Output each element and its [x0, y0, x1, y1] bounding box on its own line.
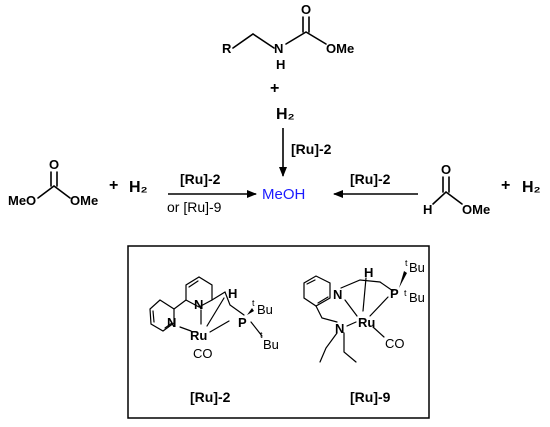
ru2-wedge [247, 308, 254, 315]
ru9-ru-h-bond [362, 277, 367, 312]
plus-sign-right: + [501, 177, 510, 194]
product-methanol-label: MeOH [262, 186, 305, 203]
ru9-n-amine-label: N [335, 321, 344, 336]
formate-ome-label: OMe [462, 202, 490, 217]
ru2-co-label: CO [193, 346, 213, 361]
ru9-wedge [399, 271, 407, 288]
ru9-pyr-double-1 [306, 279, 316, 285]
left-arrow-catalyst-bottom: or [Ru]-9 [167, 199, 222, 215]
ru9-pyr-double-2 [317, 296, 329, 304]
ru2-tbu2-prefix: t [260, 330, 263, 340]
ru9-h-label: H [364, 265, 373, 280]
ru2-pyr-left-double-2 [164, 322, 173, 329]
catalyst-box [127, 245, 430, 419]
right-arrow-catalyst-label: [Ru]-2 [350, 171, 391, 187]
carbonyl-oxygen-label: O [301, 2, 311, 17]
ru2-structure: N N H Ru CO P t Bu t Bu [149, 276, 279, 361]
ru2-ru-p-bond [209, 320, 230, 333]
formate-h-label: H [423, 202, 432, 217]
left-arrow-catalyst-top: [Ru]-2 [180, 171, 221, 187]
top-arrow-catalyst-label: [Ru]-2 [291, 141, 332, 157]
carbonate-bonds [37, 185, 71, 199]
ru2-caption: [Ru]-2 [190, 389, 231, 405]
nitrogen-label: N [274, 41, 283, 56]
ru9-tbu2-label: Bu [409, 290, 425, 305]
ru2-pyr-left-double-1 [152, 310, 155, 323]
ru2-tbu1-prefix: t [252, 298, 255, 308]
ru2-p-tbu-bond [250, 321, 263, 337]
ru2-n-ru-bond-left [179, 326, 192, 332]
methyl-formate-structure: H O OMe [423, 162, 490, 217]
carbonate-ome-label: OMe [70, 193, 98, 208]
ru2-pyridine-center [185, 276, 213, 308]
ru2-ru-label: Ru [190, 328, 207, 343]
carbamate-backbone [285, 31, 327, 45]
ru9-tbu1-label: Bu [409, 260, 425, 275]
ru2-n-center-label: N [194, 297, 203, 312]
ru2-h-label: H [228, 286, 237, 301]
ru9-ethyl-2 [343, 332, 357, 363]
ru9-caption: [Ru]-9 [350, 389, 391, 405]
ru2-p-label: P [238, 315, 247, 330]
ru9-tbu2-prefix: t [404, 288, 407, 298]
h2-right-label: H₂ [522, 179, 541, 196]
ru9-p-label: P [390, 286, 399, 301]
ru2-tbu2-label: Bu [263, 337, 279, 352]
ru2-pyr-center-double [188, 280, 199, 288]
ru9-n-pyridine-label: N [333, 287, 342, 302]
formate-bonds [432, 190, 463, 205]
ru2-arm [211, 291, 245, 316]
ru9-co-label: CO [385, 336, 405, 351]
ru9-pyridine [303, 275, 331, 307]
ru2-tbu1-label: Bu [257, 302, 273, 317]
ru9-tbu1-prefix: t [405, 258, 408, 268]
h2-top-label: H₂ [276, 106, 295, 123]
formate-oxygen-label: O [441, 162, 451, 177]
ru9-ru-p-bond [369, 296, 389, 317]
ome-label: OMe [326, 41, 354, 56]
ru9-n-arm [315, 305, 338, 323]
ru9-structure: N N H Ru CO P t Bu t Bu [303, 258, 425, 363]
ru9-ethyl-1 [319, 332, 338, 363]
ru9-p-arm [340, 279, 394, 292]
ru2-bipy-link [173, 299, 187, 310]
dimethyl-carbonate-structure: MeO O OMe [8, 157, 98, 208]
ru9-n-ru-bond [344, 299, 358, 317]
carbonate-oxygen-label: O [49, 157, 59, 172]
nh-hydrogen-label: H [276, 57, 285, 72]
ru9-ru-co-bond [372, 326, 385, 338]
ch2-bonds [232, 33, 275, 49]
ru9-ru-label: Ru [358, 315, 375, 330]
plus-sign-top: + [270, 80, 279, 97]
plus-sign-left: + [109, 177, 118, 194]
ru9-namine-ru-bond [346, 321, 357, 327]
ru2-n-left-label: N [167, 315, 176, 330]
ru2-ru-h-bond [206, 297, 225, 327]
h2-left-label: H₂ [129, 179, 148, 196]
carbamate-structure: R N H O OMe [222, 2, 354, 72]
r-label: R [222, 41, 232, 56]
meo-label: MeO [8, 193, 36, 208]
